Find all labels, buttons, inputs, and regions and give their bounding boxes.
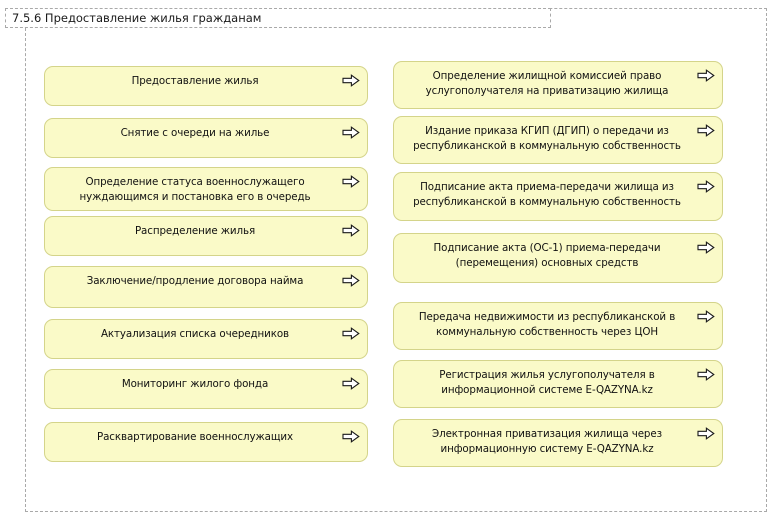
process-box-right-4[interactable]: Подписание акта (ОС-1) приема-передачи (… <box>393 233 723 283</box>
process-box-left-3-label: Определение статуса военнослужащего нужд… <box>79 176 311 203</box>
process-box-right-6[interactable]: Регистрация жилья услугополучателя в инф… <box>393 360 723 408</box>
process-box-left-7[interactable]: Мониторинг жилого фонда <box>44 369 368 409</box>
process-box-right-6-label: Регистрация жилья услугополучателя в инф… <box>439 369 655 396</box>
process-box-right-2[interactable]: Издание приказа КГИП (ДГИП) о передачи и… <box>393 116 723 164</box>
process-box-left-5[interactable]: Заключение/продление договора найма <box>44 266 368 308</box>
process-box-left-2-label: Снятие с очереди на жилье <box>120 127 270 139</box>
process-arrow-icon <box>697 69 715 82</box>
process-box-right-7-label: Электронная приватизация жилища через ин… <box>432 428 662 455</box>
process-box-right-3-label: Подписание акта приема-передачи жилища и… <box>413 181 681 208</box>
process-arrow-icon <box>342 274 360 287</box>
process-arrow-icon <box>342 327 360 340</box>
process-box-left-7-label: Мониторинг жилого фонда <box>121 378 269 390</box>
process-box-left-8-label: Расквартирование военнослужащих <box>96 431 294 443</box>
process-box-right-2-label: Издание приказа КГИП (ДГИП) о передачи и… <box>413 125 681 152</box>
process-arrow-icon <box>342 377 360 390</box>
diagram-title-tab: 7.5.6 Предоставление жилья гражданам <box>5 8 551 28</box>
process-arrow-icon <box>697 124 715 137</box>
process-box-left-6[interactable]: Актуализация списка очередников <box>44 319 368 359</box>
process-box-left-4[interactable]: Распределение жилья <box>44 216 368 256</box>
process-arrow-icon <box>342 224 360 237</box>
process-box-right-4-label: Подписание акта (ОС-1) приема-передачи (… <box>433 242 661 269</box>
process-arrow-icon <box>697 180 715 193</box>
process-arrow-icon <box>697 368 715 381</box>
process-box-left-8[interactable]: Расквартирование военнослужащих <box>44 422 368 462</box>
process-arrow-icon <box>342 430 360 443</box>
process-arrow-icon <box>342 74 360 87</box>
process-box-left-4-label: Распределение жилья <box>134 225 256 237</box>
process-box-right-5-label: Передача недвижимости из республиканской… <box>418 311 676 338</box>
process-box-left-2[interactable]: Снятие с очереди на жилье <box>44 118 368 158</box>
process-arrow-icon <box>342 126 360 139</box>
process-arrow-icon <box>697 241 715 254</box>
process-box-right-1-label: Определение жилищной комиссией право усл… <box>425 70 669 97</box>
process-box-left-5-label: Заключение/продление договора найма <box>86 275 304 287</box>
process-box-left-3[interactable]: Определение статуса военнослужащего нужд… <box>44 167 368 211</box>
process-box-left-1[interactable]: Предоставление жилья <box>44 66 368 106</box>
process-box-right-5[interactable]: Передача недвижимости из республиканской… <box>393 302 723 350</box>
page-title: 7.5.6 Предоставление жилья гражданам <box>12 11 262 25</box>
process-box-left-1-label: Предоставление жилья <box>131 75 259 87</box>
process-arrow-icon <box>342 175 360 188</box>
process-arrow-icon <box>697 310 715 323</box>
process-box-right-1[interactable]: Определение жилищной комиссией право усл… <box>393 61 723 109</box>
process-box-right-7[interactable]: Электронная приватизация жилища через ин… <box>393 419 723 467</box>
process-arrow-icon <box>697 427 715 440</box>
process-box-left-6-label: Актуализация списка очередников <box>100 328 290 340</box>
process-box-right-3[interactable]: Подписание акта приема-передачи жилища и… <box>393 172 723 221</box>
